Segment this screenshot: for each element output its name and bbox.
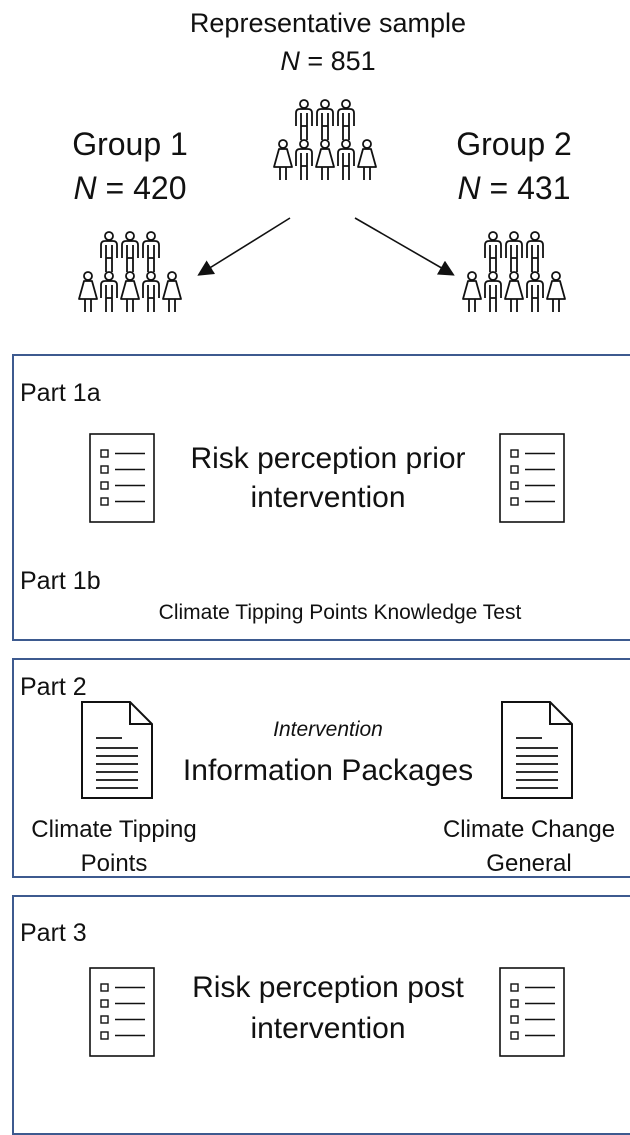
group-1-n: N = 420 <box>52 168 208 208</box>
information-packages-label: Information Packages <box>182 754 474 787</box>
group-2-n: N = 431 <box>436 168 592 208</box>
sample-n-value: = 851 <box>299 46 376 76</box>
part-3-risk-line1: Risk perception post <box>192 971 464 1004</box>
header-graphics <box>0 0 630 360</box>
document-icon <box>501 701 573 799</box>
group-2-n-label: N <box>457 170 481 206</box>
questionnaire-icon <box>499 967 565 1057</box>
part-2-panel <box>12 658 630 878</box>
group-1-n-value: = 420 <box>96 170 187 206</box>
part-3-label: Part 3 <box>20 919 87 947</box>
package-right-line2: General <box>486 850 572 877</box>
part-2-label: Part 2 <box>20 673 87 701</box>
group-2-title: Group 2 <box>456 126 572 162</box>
sample-title: Representative sample <box>189 8 467 38</box>
part-1-panel <box>12 354 630 641</box>
group-2-n-value: = 431 <box>480 170 571 206</box>
document-icon <box>81 701 153 799</box>
part-1-risk-line2: intervention <box>250 481 406 514</box>
sample-n: N = 851 <box>0 44 630 78</box>
questionnaire-icon <box>499 433 565 523</box>
arrow-to-group-1 <box>197 217 291 276</box>
part-3-risk-line2: intervention <box>250 1012 406 1045</box>
part-1-risk-line1: Risk perception prior <box>190 442 466 475</box>
package-left-line1: Climate Tipping <box>31 816 197 843</box>
intervention-label: Intervention <box>273 718 383 741</box>
part-1a-label: Part 1a <box>20 379 101 407</box>
arrow-to-group-2 <box>354 217 455 276</box>
group-1-title: Group 1 <box>72 126 188 162</box>
questionnaire-icon <box>89 433 155 523</box>
knowledge-test-label: Climate Tipping Points Knowledge Test <box>158 601 522 624</box>
group-1-n-label: N <box>73 170 97 206</box>
package-left-line2: Points <box>80 850 148 877</box>
package-right-line1: Climate Change <box>442 816 616 843</box>
part-1b-label: Part 1b <box>20 567 101 595</box>
questionnaire-icon <box>89 967 155 1057</box>
sample-n-label: N <box>280 46 300 76</box>
